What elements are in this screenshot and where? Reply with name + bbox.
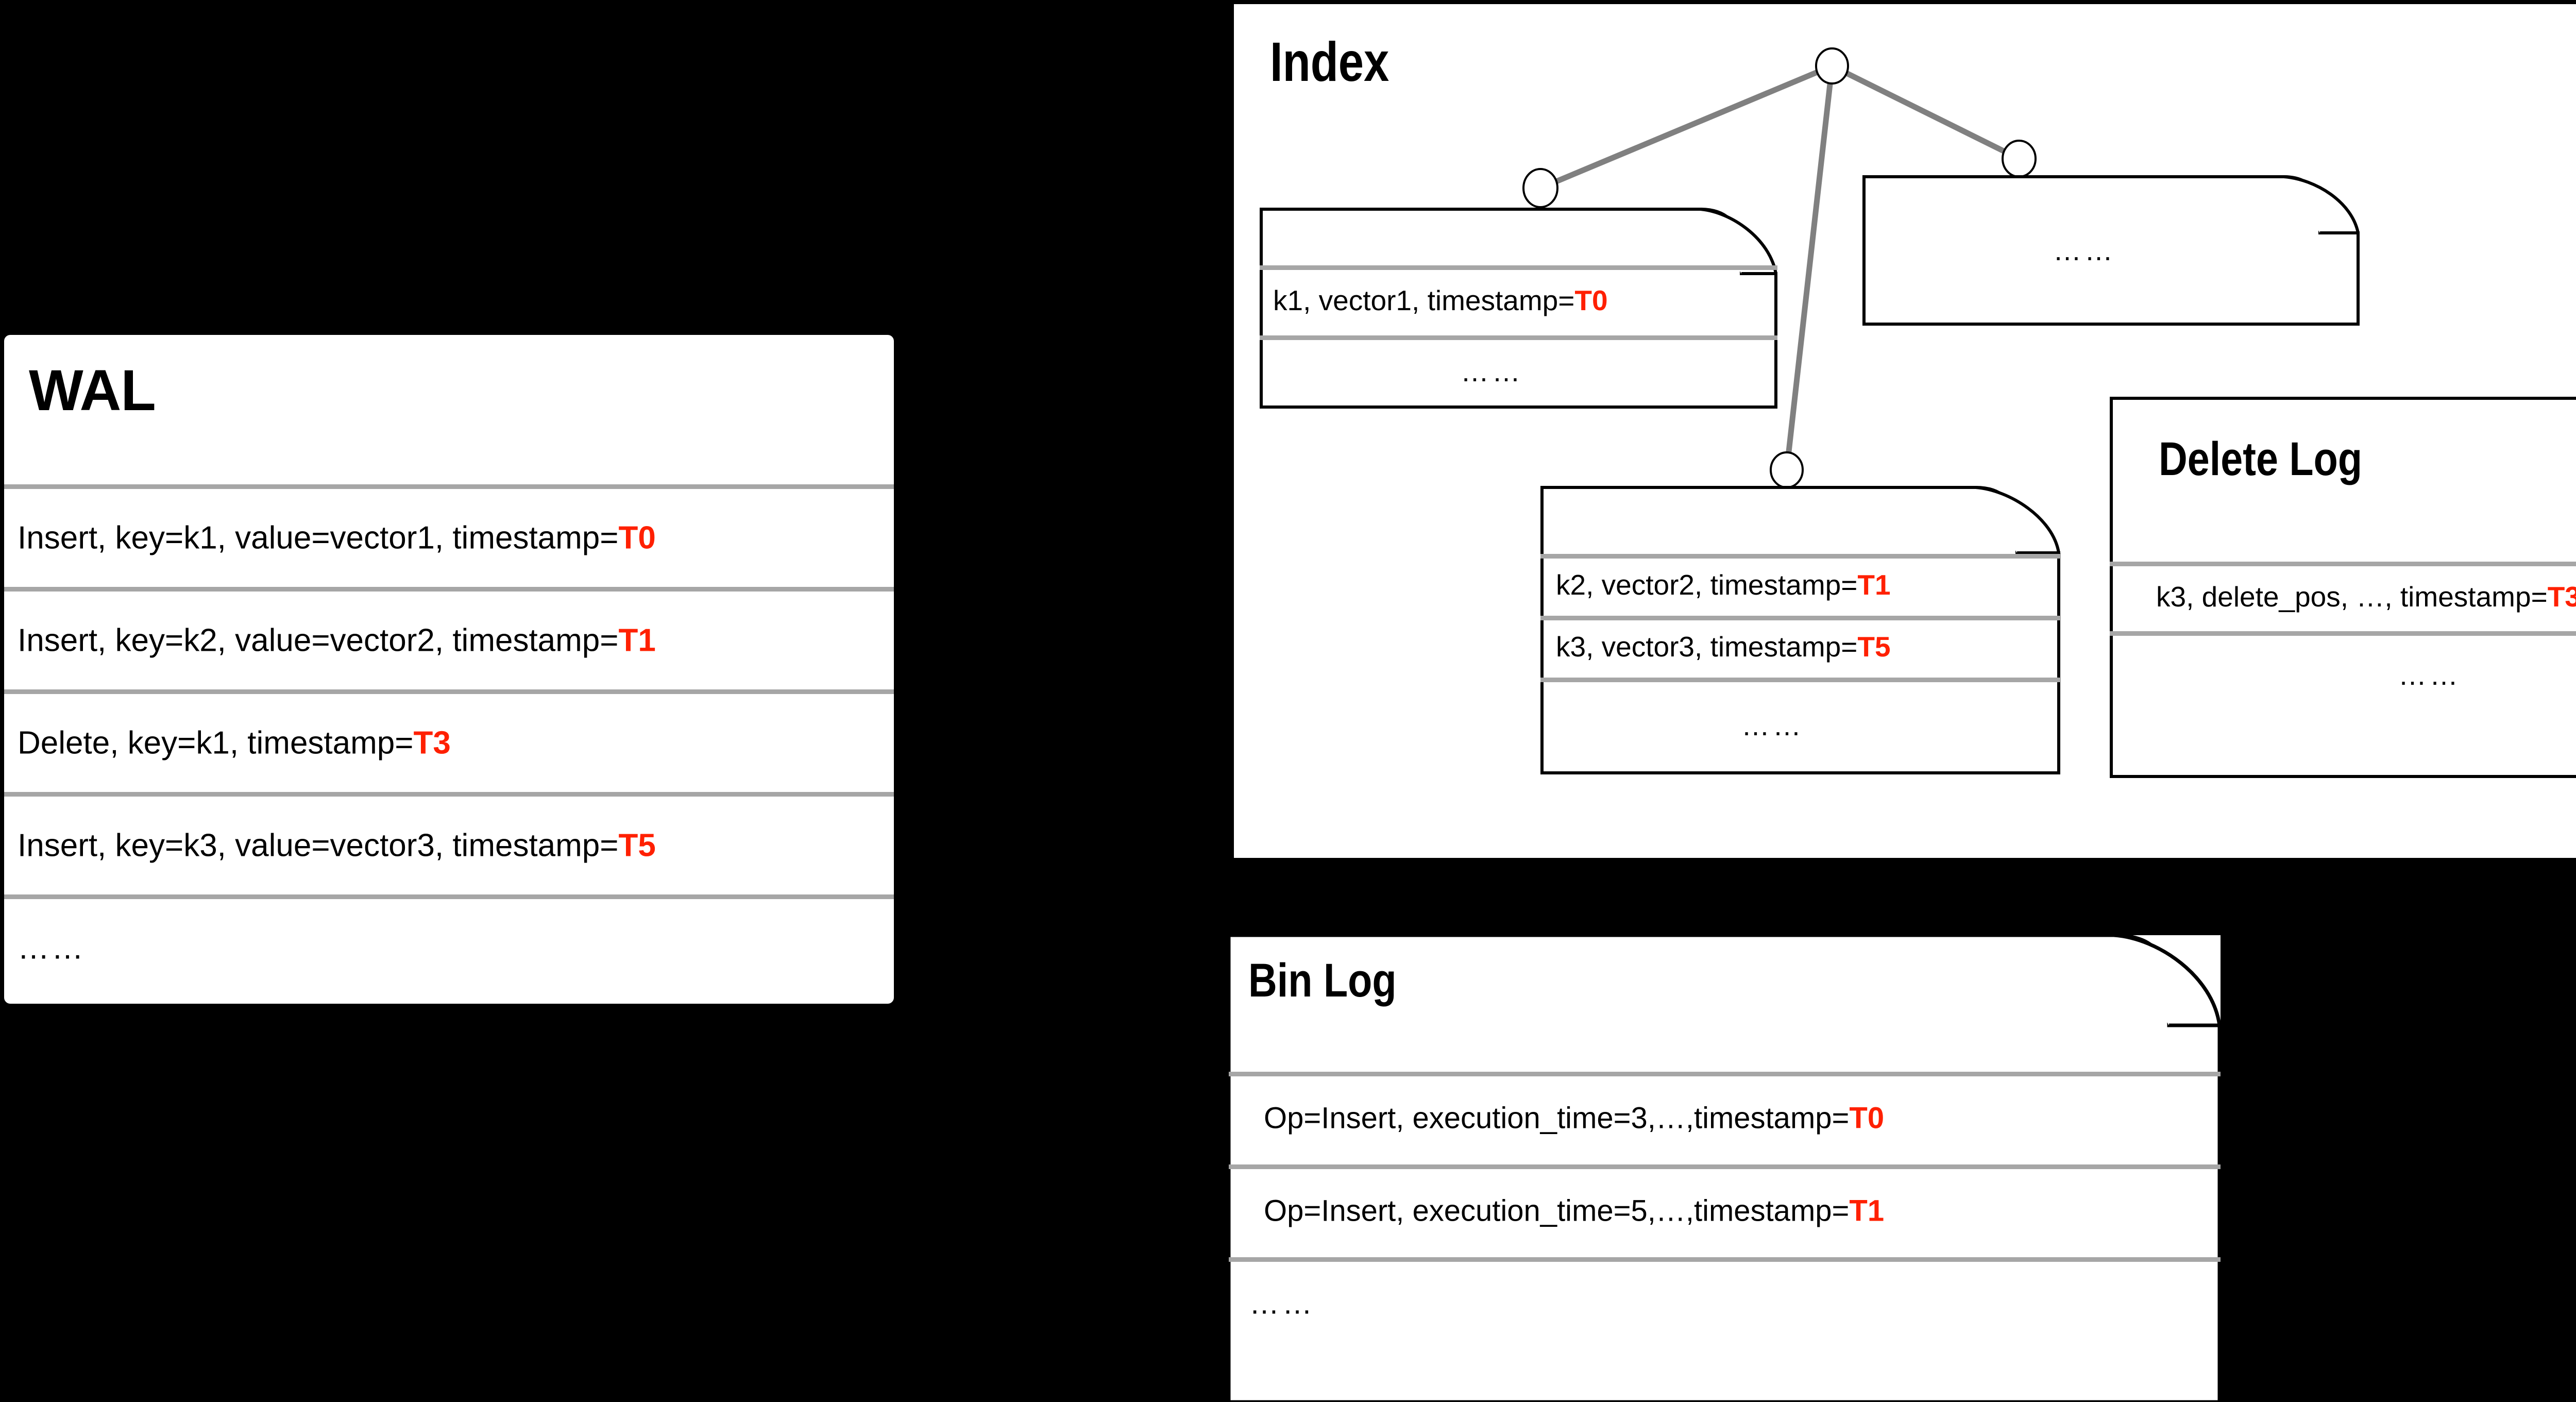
wal-row-text: Insert, key=k2, value=vector2, timestamp… xyxy=(18,622,656,658)
bin-log-row: Op=Insert, execution_time=3,…,timestamp=… xyxy=(1229,1072,2221,1164)
index-entry-row: k1, vector1, timestamp=T0 xyxy=(1260,265,1777,335)
index-entry-text: k1, vector1, timestamp=T0 xyxy=(1273,284,1608,316)
index-box-rows: k1, vector1, timestamp=T0 …… xyxy=(1260,208,1777,409)
index-title: Index xyxy=(1270,30,1389,93)
wal-row-text: Delete, key=k1, timestamp=T3 xyxy=(18,725,451,761)
timestamp-value: T0 xyxy=(618,520,656,556)
delete-log-row: k3, delete_pos, …, timestamp=T3 xyxy=(2110,562,2576,631)
bin-log-panel: Bin Log Op=Insert, execution_time=3,…,ti… xyxy=(1229,935,2221,1402)
index-leaf-box-3: k2, vector2, timestamp=T1 k3, vector3, t… xyxy=(1540,486,2061,774)
delete-log-panel: Delete Log k3, delete_pos, …, timestamp=… xyxy=(2110,397,2576,778)
document-shape xyxy=(2110,397,2576,778)
index-entry-text: …… xyxy=(1461,355,1523,387)
document-shape xyxy=(1862,175,2360,326)
bin-log-row-text: Op=Insert, execution_time=5,…,timestamp=… xyxy=(1264,1194,1885,1228)
wal-row-text: …… xyxy=(18,930,86,966)
delete-log-row-text: k3, delete_pos, …, timestamp=T3 xyxy=(2156,580,2576,613)
wal-row: Insert, key=k3, value=vector3, timestamp… xyxy=(4,792,894,894)
wal-row-list: Insert, key=k1, value=vector1, timestamp… xyxy=(4,484,894,997)
bin-log-title: Bin Log xyxy=(1248,954,1397,1007)
index-entry-text: …… xyxy=(1741,709,1804,741)
index-entry-text: …… xyxy=(2053,234,2116,266)
document-shape xyxy=(1540,486,2061,774)
document-shape xyxy=(1260,208,1777,409)
wal-panel: WAL Insert, key=k1, value=vector1, times… xyxy=(4,335,894,1004)
wal-row-text: Insert, key=k3, value=vector3, timestamp… xyxy=(18,827,656,864)
timestamp-value: T3 xyxy=(2547,580,2576,613)
timestamp-value: T1 xyxy=(618,622,656,658)
timestamp-value: T5 xyxy=(618,827,656,864)
bin-log-rows: Bin Log Op=Insert, execution_time=3,…,ti… xyxy=(1229,935,2221,1402)
index-entry-row-ellipsis: …… xyxy=(1862,175,2360,326)
tree-child-node-bottom xyxy=(1770,451,1804,488)
wal-row-ellipsis: …… xyxy=(4,894,894,997)
tree-child-node-right xyxy=(2002,140,2037,178)
wal-row-text: Insert, key=k1, value=vector1, timestamp… xyxy=(18,520,656,556)
index-box-rows: …… xyxy=(1862,175,2360,326)
index-entry-row-ellipsis: …… xyxy=(1540,678,2061,773)
tree-child-node-left xyxy=(1522,168,1558,208)
delete-log-row-text: …… xyxy=(2398,659,2461,691)
delete-log-row-ellipsis: …… xyxy=(2110,631,2576,719)
index-entry-row-ellipsis: …… xyxy=(1260,335,1777,407)
bin-log-row: Op=Insert, execution_time=5,…,timestamp=… xyxy=(1229,1164,2221,1257)
timestamp-value: T5 xyxy=(1857,631,1891,663)
index-leaf-box-1: k1, vector1, timestamp=T0 …… xyxy=(1260,208,1777,409)
delete-log-rows: Delete Log k3, delete_pos, …, timestamp=… xyxy=(2110,397,2576,778)
timestamp-value: T0 xyxy=(1849,1101,1885,1135)
index-entry-text: k3, vector3, timestamp=T5 xyxy=(1556,631,1891,663)
index-box-rows: k2, vector2, timestamp=T1 k3, vector3, t… xyxy=(1540,486,2061,774)
wal-row: Insert, key=k1, value=vector1, timestamp… xyxy=(4,484,894,587)
timestamp-value: T1 xyxy=(1857,569,1891,601)
index-entry-row: k3, vector3, timestamp=T5 xyxy=(1540,616,2061,678)
tree-root-node xyxy=(1815,47,1849,85)
timestamp-value: T1 xyxy=(1849,1194,1885,1228)
bin-log-row-ellipsis: …… xyxy=(1229,1257,2221,1350)
index-leaf-box-2: …… xyxy=(1862,175,2360,326)
delete-log-title: Delete Log xyxy=(2159,433,2363,485)
timestamp-value: T0 xyxy=(1574,284,1608,316)
index-entry-text: k2, vector2, timestamp=T1 xyxy=(1556,569,1891,601)
bin-log-row-text: …… xyxy=(1249,1287,1315,1321)
timestamp-value: T3 xyxy=(413,725,451,761)
index-entry-row: k2, vector2, timestamp=T1 xyxy=(1540,554,2061,616)
wal-title: WAL xyxy=(29,358,156,423)
wal-row: Insert, key=k2, value=vector2, timestamp… xyxy=(4,587,894,689)
bin-log-row-text: Op=Insert, execution_time=3,…,timestamp=… xyxy=(1264,1101,1885,1135)
wal-row: Delete, key=k1, timestamp=T3 xyxy=(4,689,894,792)
